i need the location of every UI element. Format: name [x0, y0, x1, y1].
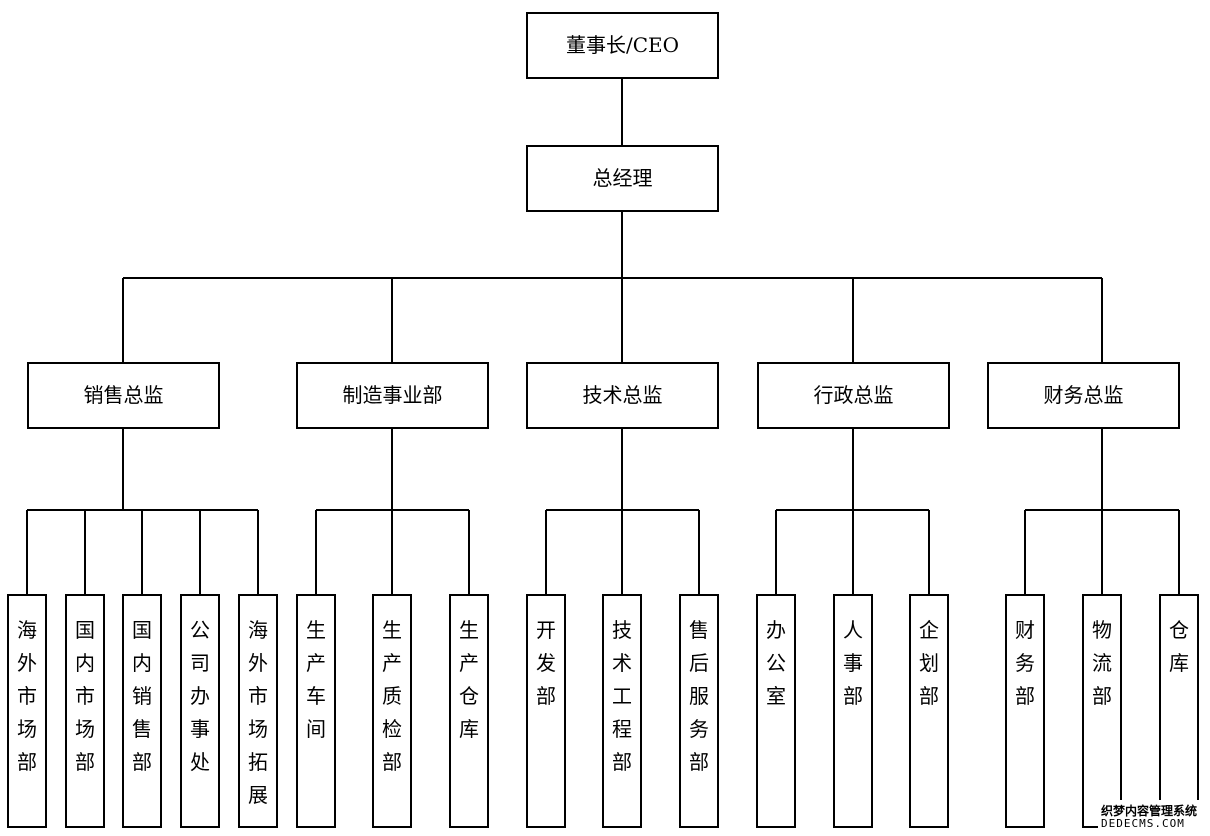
unit-box: 生产质检部: [372, 594, 412, 828]
unit-label: 技术工程部: [612, 618, 632, 774]
unit-label: 仓库: [1169, 618, 1189, 675]
unit-box: 人事部: [833, 594, 873, 828]
division-label: 技术总监: [582, 383, 663, 407]
unit-box: 开发部: [526, 594, 566, 828]
gm-box: 总经理: [526, 145, 719, 212]
unit-label: 生产仓库: [459, 618, 479, 741]
unit-box: 海外市场部: [7, 594, 47, 828]
unit-box: 企划部: [909, 594, 949, 828]
unit-box: 财务部: [1005, 594, 1045, 828]
division-box-finance: 财务总监: [987, 362, 1180, 429]
unit-box: 国内销售部: [122, 594, 162, 828]
unit-label: 国内市场部: [75, 618, 95, 774]
unit-label: 生产车间: [306, 618, 326, 741]
unit-box: 生产车间: [296, 594, 336, 828]
gm-label: 总经理: [592, 166, 653, 190]
unit-label: 海外市场部: [17, 618, 37, 774]
unit-box: 办公室: [756, 594, 796, 828]
unit-box: 生产仓库: [449, 594, 489, 828]
division-label: 行政总监: [813, 383, 894, 407]
unit-label: 国内销售部: [132, 618, 152, 774]
unit-box: 物流部: [1082, 594, 1122, 828]
unit-label: 物流部: [1092, 618, 1112, 708]
watermark-line2: DEDECMS.COM: [1101, 817, 1185, 830]
unit-label: 开发部: [536, 618, 556, 708]
unit-label: 财务部: [1015, 618, 1035, 708]
unit-label: 人事部: [843, 618, 863, 708]
unit-box: 技术工程部: [602, 594, 642, 828]
watermark: 织梦内容管理系统 DEDECMS.COM: [1098, 800, 1206, 834]
unit-label: 海外市场拓展: [248, 618, 268, 807]
unit-box: 国内市场部: [65, 594, 105, 828]
division-label: 制造事业部: [342, 383, 443, 407]
division-box-sales: 销售总监: [27, 362, 220, 429]
division-label: 销售总监: [83, 383, 164, 407]
ceo-label: 董事长/CEO: [565, 33, 680, 57]
watermark-line1: 织梦内容管理系统: [1101, 804, 1198, 818]
unit-label: 办公室: [766, 618, 786, 708]
unit-label: 售后服务部: [689, 618, 709, 774]
unit-box: 海外市场拓展: [238, 594, 278, 828]
unit-label: 企划部: [919, 618, 939, 708]
division-box-technology: 技术总监: [526, 362, 719, 429]
unit-box: 仓库: [1159, 594, 1199, 828]
unit-label: 公司办事处: [190, 618, 210, 774]
unit-box: 公司办事处: [180, 594, 220, 828]
ceo-box: 董事长/CEO: [526, 12, 719, 79]
unit-label: 生产质检部: [382, 618, 402, 774]
division-box-administration: 行政总监: [757, 362, 950, 429]
division-label: 财务总监: [1043, 383, 1124, 407]
unit-box: 售后服务部: [679, 594, 719, 828]
division-box-manufacturing: 制造事业部: [296, 362, 489, 429]
